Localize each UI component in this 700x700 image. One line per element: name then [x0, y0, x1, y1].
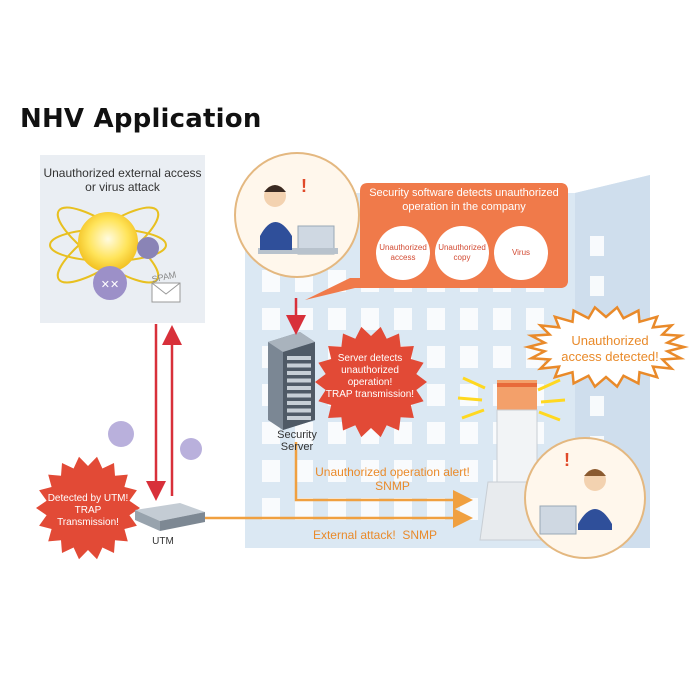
mail-icon — [151, 282, 181, 303]
utm-device-icon — [135, 503, 205, 531]
alert-icon: ! — [301, 176, 307, 196]
operator-avatar-bottom: ! — [524, 437, 646, 559]
callout-heading: Security software detects unauthorized o… — [369, 187, 559, 213]
speech-bubble — [523, 305, 689, 389]
page-title: NHV Application — [20, 104, 262, 134]
svg-text:✕✕: ✕✕ — [101, 278, 119, 291]
external-alert-label: External attack! SNMP — [312, 528, 438, 542]
virus-icon — [108, 421, 202, 460]
server-label: Security Server — [277, 429, 317, 453]
utm-label: UTM — [152, 536, 174, 547]
server-alert-burst — [315, 326, 427, 438]
alert-icon: ! — [564, 450, 570, 470]
speech-text: Unauthorized access detected! — [561, 333, 659, 364]
badge-virus: Virus — [511, 248, 531, 257]
sun-icon — [49, 206, 167, 284]
snmp-arrows — [205, 442, 473, 528]
threat-panel: ✕✕ — [40, 155, 205, 323]
threat-caption: Unauthorized external access or virus at… — [43, 166, 202, 194]
internal-alert-label: Unauthorized operation alert! SNMP — [315, 465, 470, 493]
operator-avatar-top: ! — [234, 152, 360, 278]
utm-alert-burst — [36, 456, 140, 560]
security-server-icon — [268, 332, 315, 430]
badge-unauthorized-copy: Unauthorized copy — [438, 243, 486, 262]
server-burst-text: Server detects unauthorized operation! T… — [325, 353, 415, 400]
attack-arrows — [146, 298, 306, 501]
software-callout — [305, 183, 568, 300]
virus-icon: ✕✕ — [93, 237, 159, 300]
utm-burst-text: Detected by UTM! TRAP Transmission! — [47, 493, 129, 528]
badge-unauthorized-access: Unauthorized access — [379, 243, 427, 262]
